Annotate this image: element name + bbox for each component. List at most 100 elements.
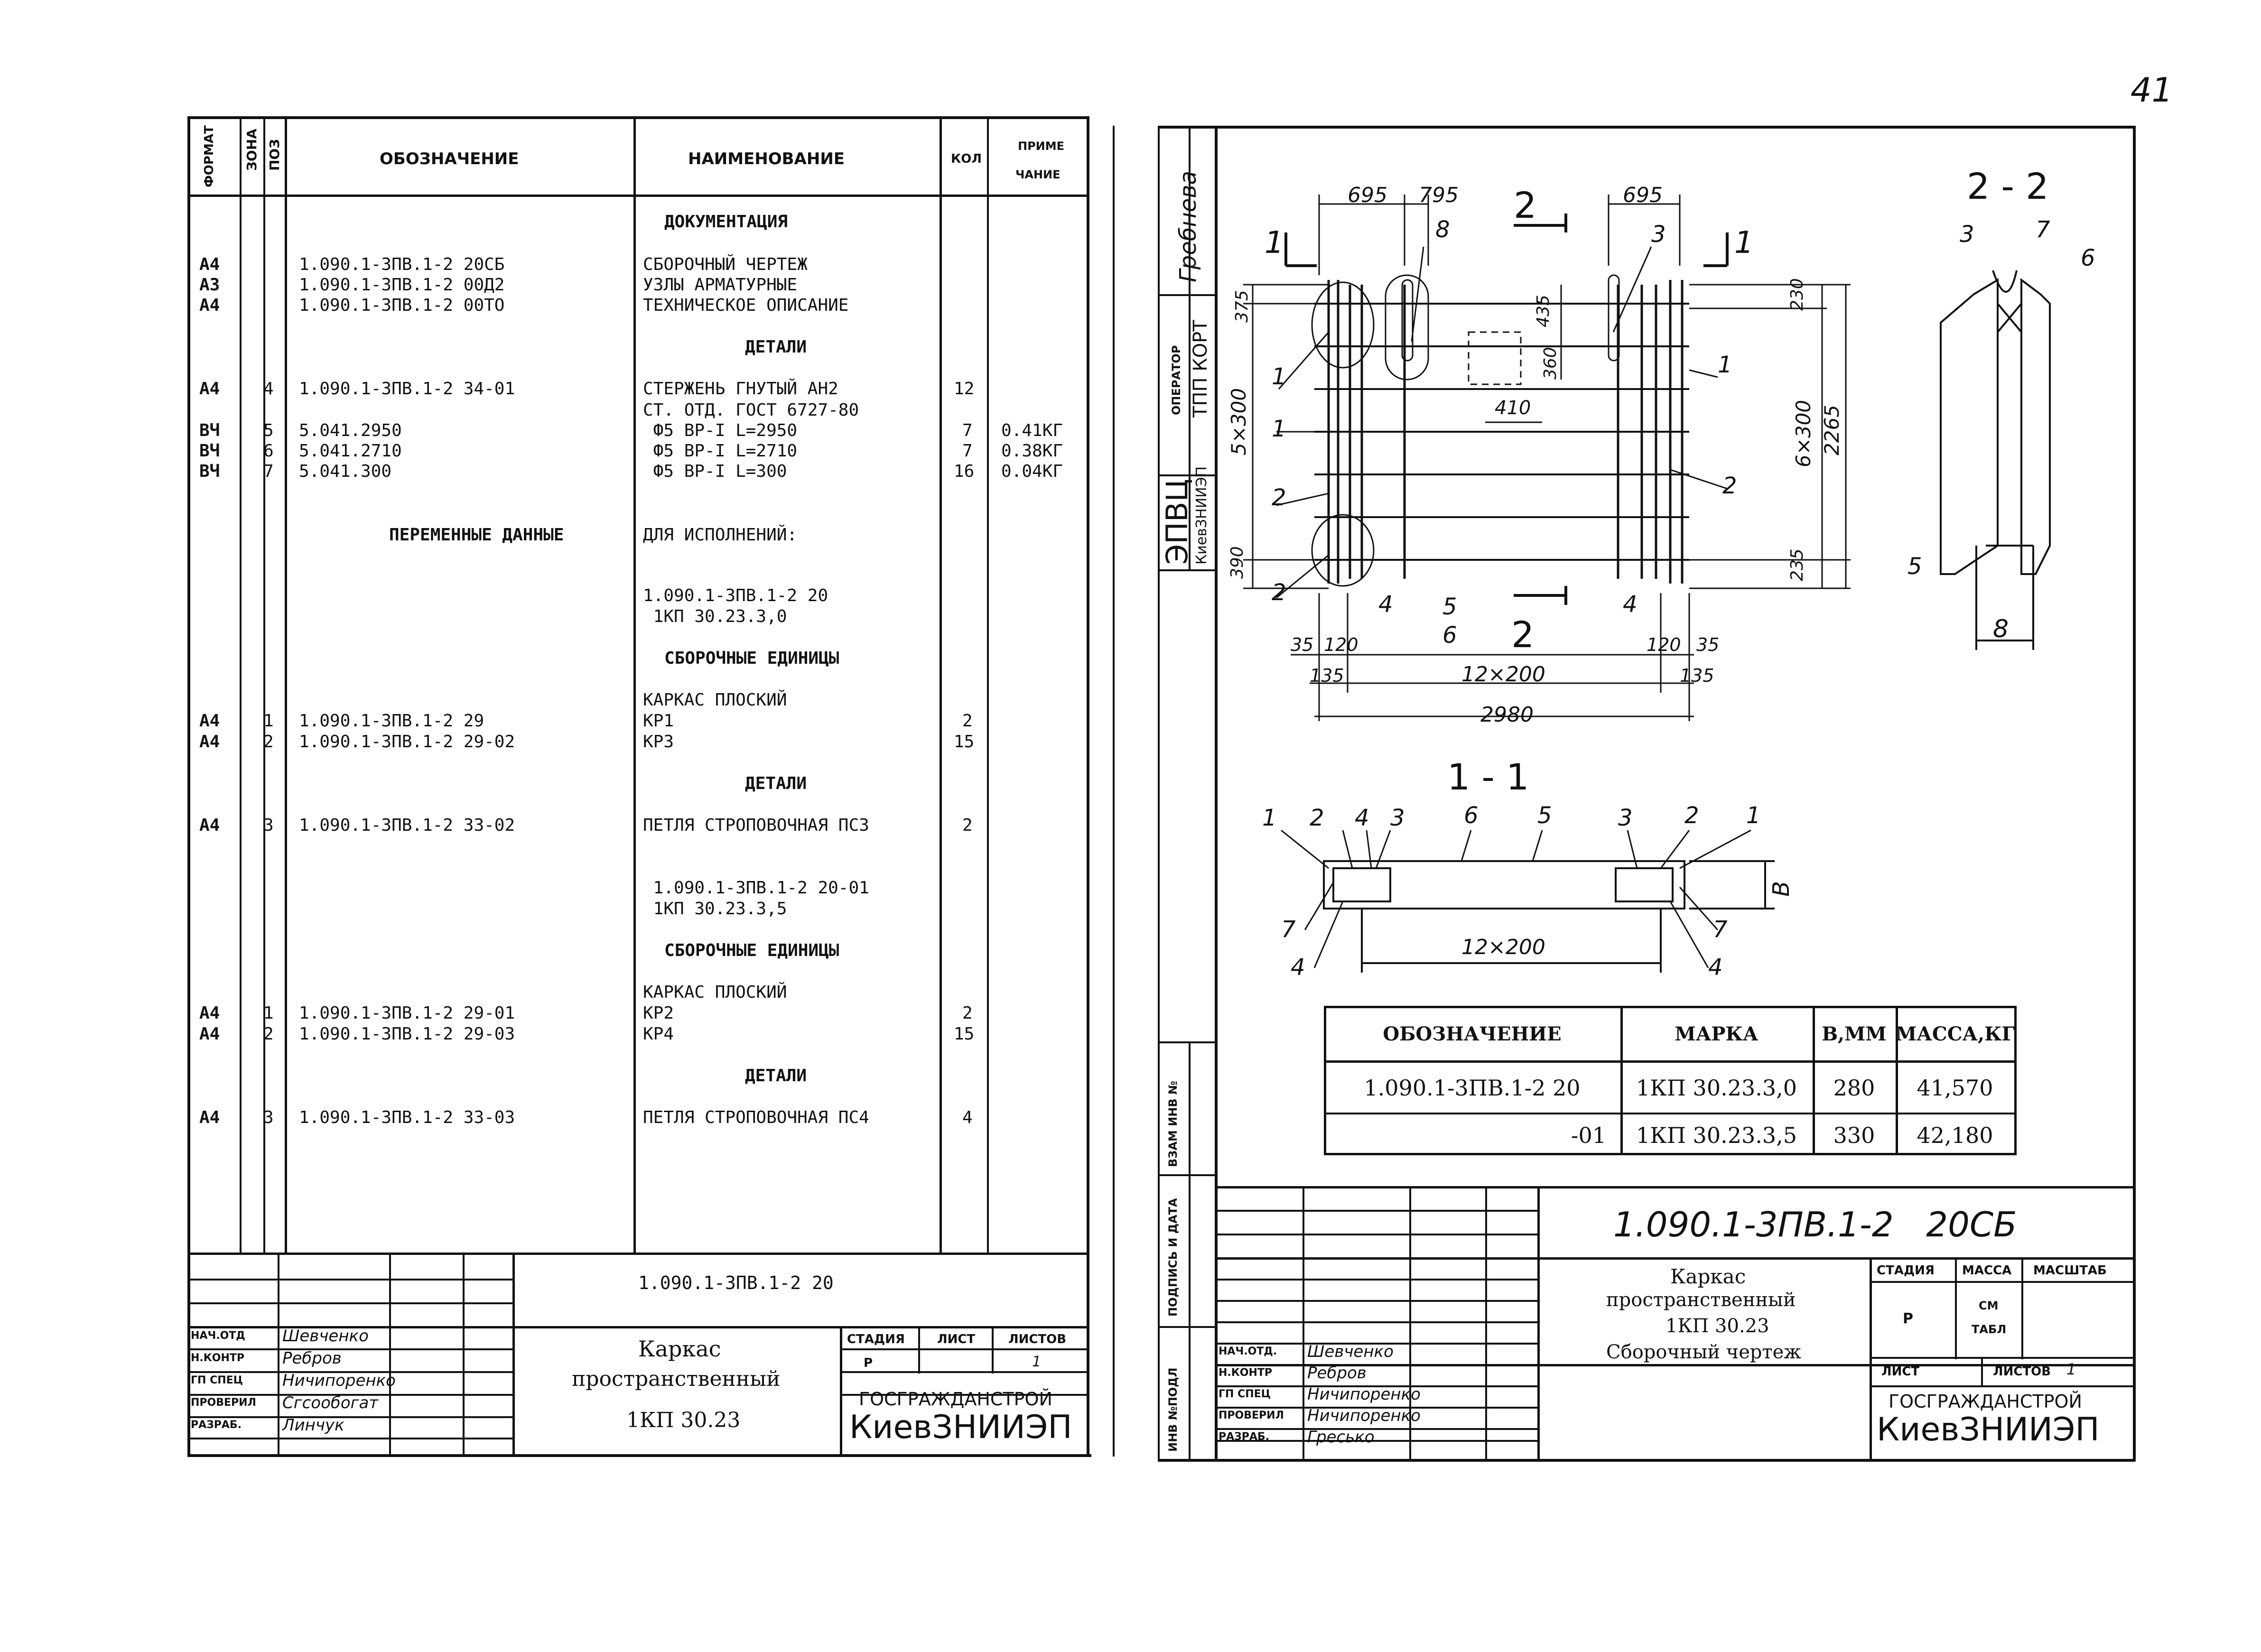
variant-cell: 1.090.1-3ПВ.1-2 20 xyxy=(1364,1075,1581,1101)
left-signer-name: Ребров xyxy=(282,1349,342,1368)
spec-name: УЗЛЫ АРМАТУРНЫЕ xyxy=(643,275,798,295)
variant-header: В,ММ xyxy=(1822,1023,1887,1045)
left-sheets-label: ЛИСТОВ xyxy=(1008,1332,1067,1346)
pos-2-plan-a: 2 xyxy=(1272,484,1286,511)
spec-designation: 1.090.1-3ПВ.1-2 33-02 xyxy=(299,816,515,835)
spec-format: А4 xyxy=(199,1024,220,1044)
spec-qty: 15 xyxy=(954,732,975,752)
pos-3-section22: 3 xyxy=(1960,221,1974,248)
header-designation: ОБОЗНАЧЕНИЕ xyxy=(380,149,519,168)
pos-4-plan-right: 4 xyxy=(1623,591,1638,618)
pos-7-section11-right: 7 xyxy=(1713,916,1728,943)
spec-qty: 15 xyxy=(954,1024,975,1044)
dim-360: 360 xyxy=(1541,347,1560,380)
dim-12x200-section11: 12×200 xyxy=(1461,935,1545,959)
header-note-1: ПРИМЕ xyxy=(1018,139,1065,153)
pos-4-section11-bottom-left: 4 xyxy=(1291,954,1305,981)
left-org-2: КиевЗНИИЭП xyxy=(849,1409,1072,1446)
dim-435: 435 xyxy=(1534,295,1553,327)
left-role-label: ПРОВЕРИЛ xyxy=(191,1397,256,1409)
right-stage: Р xyxy=(1903,1310,1913,1327)
spec-designation: 1.090.1-3ПВ.1-2 29-03 xyxy=(299,1024,515,1044)
right-title-2: пространственный xyxy=(1606,1289,1796,1311)
spec-format: А4 xyxy=(199,816,220,835)
spec-designation: 5.041.2950 xyxy=(299,421,402,440)
right-signer-name: Гресько xyxy=(1307,1428,1375,1447)
right-role-label: ПРОВЕРИЛ xyxy=(1219,1410,1284,1421)
spec-format: А3 xyxy=(199,275,220,295)
right-sheets-label: ЛИСТОВ xyxy=(1993,1364,2051,1379)
left-title-2: пространственный xyxy=(572,1367,781,1391)
left-title-1: Каркас xyxy=(638,1336,721,1362)
dim-120-left: 120 xyxy=(1324,634,1358,655)
variant-cell: -01 xyxy=(1571,1123,1606,1148)
spec-name: ДЕТАЛИ xyxy=(745,337,807,357)
dim-135-right: 135 xyxy=(1680,665,1714,686)
variant-header: МАССА,КГ xyxy=(1896,1023,2015,1045)
pos-4-section11-bottom-right: 4 xyxy=(1708,954,1723,981)
left-role-label: РАЗРАБ. xyxy=(191,1419,242,1431)
spec-qty: 16 xyxy=(954,462,975,481)
spec-format: А4 xyxy=(199,296,220,315)
dim-235: 235 xyxy=(1787,548,1807,581)
dim-795: 795 xyxy=(1419,183,1459,207)
dim-6x300: 6×300 xyxy=(1792,399,1815,467)
section-2-2-drawing xyxy=(1940,270,2051,650)
section-1-1-drawing xyxy=(1323,860,1775,973)
dim-410: 410 xyxy=(1495,397,1531,419)
spec-name: ДЕТАЛИ xyxy=(745,1066,807,1086)
spec-format: ВЧ xyxy=(199,441,220,461)
spec-name: 1.090.1-3ПВ.1-2 20-01 xyxy=(643,878,869,898)
right-mass-1: СМ xyxy=(1979,1299,1999,1312)
pos-6-section11: 6 xyxy=(1464,802,1479,829)
left-role-label: НАЧ.ОТД xyxy=(191,1330,245,1342)
pos-3-section11-right: 3 xyxy=(1618,805,1633,831)
right-sheets: 1 xyxy=(2066,1360,2076,1378)
header-note-2: ЧАНИЕ xyxy=(1015,168,1061,181)
spec-qty: 7 xyxy=(962,421,973,440)
section-mark-1-right: 1 xyxy=(1734,225,1754,260)
spec-name: СБОРОЧНЫЙ ЧЕРТЕЖ xyxy=(643,255,808,274)
spec-pos: 7 xyxy=(263,462,274,481)
right-title-4: Сборочный чертеж xyxy=(1606,1341,1802,1363)
spec-pos: 1 xyxy=(263,711,274,731)
right-signer-name: Ничипоренко xyxy=(1307,1406,1421,1425)
spec-designation: 1.090.1-3ПВ.1-2 00Д2 xyxy=(299,275,505,295)
spec-name: КАРКАС ПЛОСКИЙ xyxy=(643,690,787,710)
spec-format: А4 xyxy=(199,711,220,731)
spec-qty: 4 xyxy=(962,1108,973,1127)
spec-name: ДЕТАЛИ xyxy=(745,774,807,793)
spec-name: КР3 xyxy=(643,732,674,752)
spec-name: ТЕХНИЧЕСКОЕ ОПИСАНИЕ xyxy=(643,296,849,315)
variant-cell: 330 xyxy=(1833,1123,1875,1148)
spec-name: 1КП 30.23.3,5 xyxy=(643,899,787,919)
right-signer-name: Шевченко xyxy=(1307,1342,1394,1361)
spec-name: ДОКУМЕНТАЦИЯ xyxy=(664,212,788,232)
variant-cell: 42,180 xyxy=(1917,1123,1993,1148)
pos-7-section11-left: 7 xyxy=(1281,916,1296,943)
right-stage-label: СТАДИЯ xyxy=(1877,1263,1935,1278)
spec-name: 1.090.1-3ПВ.1-2 20 xyxy=(643,586,828,605)
pos-5-section11: 5 xyxy=(1537,802,1552,829)
pos-2-plan-right: 2 xyxy=(1722,473,1737,499)
right-signer-name: Ничипоренко xyxy=(1307,1385,1421,1404)
spec-name: Ф5 ВР-I L=2950 xyxy=(643,421,798,440)
pos-4-plan-left: 4 xyxy=(1378,591,1393,618)
pos-6-section22: 6 xyxy=(2081,245,2095,271)
spec-qty: 2 xyxy=(962,1003,973,1023)
left-title-3: 1КП 30.23 xyxy=(626,1408,741,1432)
dim-120-right: 120 xyxy=(1647,634,1681,655)
spec-note: 0.41КГ xyxy=(1001,421,1063,440)
dim-390: 390 xyxy=(1228,546,1247,579)
dim-12x200: 12×200 xyxy=(1461,662,1545,687)
dim-8-section22: 8 xyxy=(1993,615,2009,643)
right-mass-2: ТАБЛ xyxy=(1972,1323,2007,1336)
pos-7-section22: 7 xyxy=(2036,216,2050,243)
spec-designation: 1.090.1-3ПВ.1-2 29 xyxy=(299,711,484,731)
right-role-label: НАЧ.ОТД. xyxy=(1219,1346,1277,1357)
spec-format: А4 xyxy=(199,1003,220,1023)
right-role-label: ГП СПЕЦ xyxy=(1219,1388,1271,1400)
spec-pos: 3 xyxy=(263,1108,274,1127)
spec-format: ВЧ xyxy=(199,421,220,440)
